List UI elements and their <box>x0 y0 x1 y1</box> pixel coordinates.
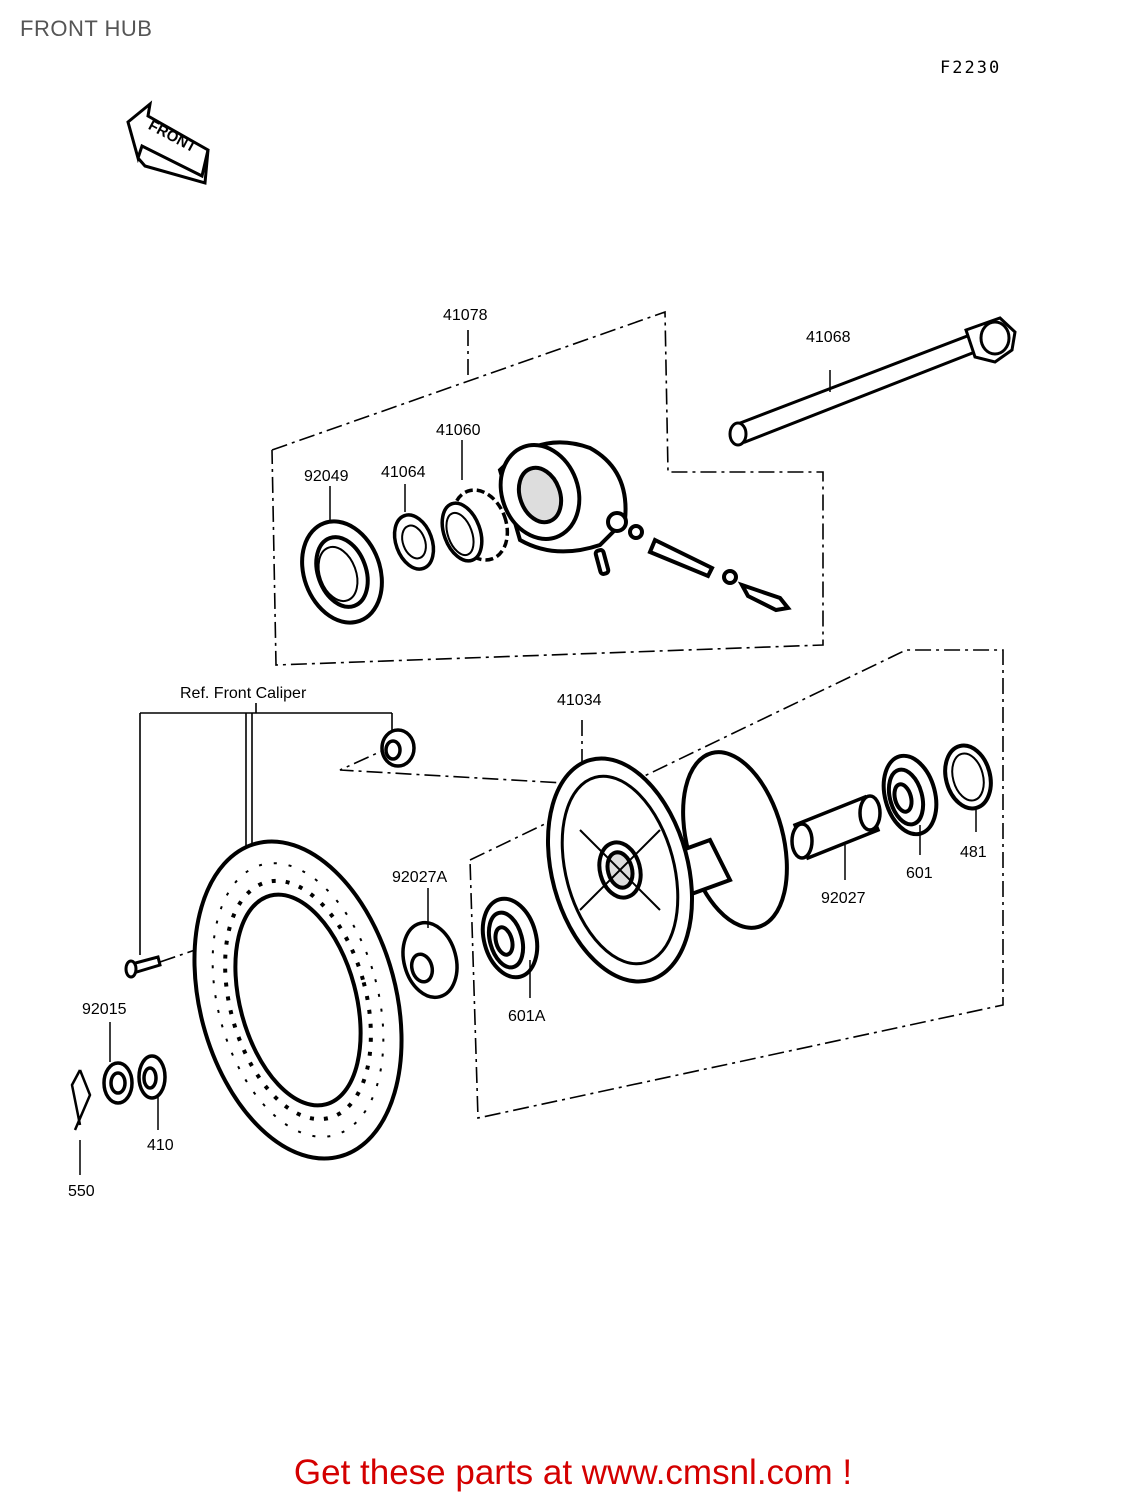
retainer-41064 <box>392 484 436 571</box>
label-92027A: 92027A <box>392 869 447 886</box>
brake-disc <box>192 839 404 1161</box>
exploded-parts-diagram: FRONT <box>68 100 1017 1200</box>
label-92027: 92027 <box>821 890 866 907</box>
label-550: 550 <box>68 1183 95 1200</box>
label-481: 481 <box>960 844 987 861</box>
figure-code: F2230 <box>940 58 1002 78</box>
footer-link-text[interactable]: Get these parts at www.cmsnl.com ! <box>293 1453 853 1492</box>
gear-41060 <box>440 440 510 563</box>
label-41068: 41068 <box>806 329 851 346</box>
castle-nut-92015 <box>102 1022 134 1105</box>
axle-41068 <box>728 316 1017 447</box>
cotter-pin-550 <box>70 1069 92 1175</box>
label-92015: 92015 <box>82 1001 127 1018</box>
label-41060: 41060 <box>436 422 481 439</box>
disc-bolt <box>124 955 162 979</box>
spacer-92027A <box>401 888 459 1000</box>
washer-410 <box>137 1054 167 1130</box>
wheel-hub-41034 <box>545 750 789 984</box>
bearing-601A <box>480 896 540 998</box>
label-92049: 92049 <box>304 468 349 485</box>
label-410: 410 <box>147 1137 174 1154</box>
label-601: 601 <box>906 865 933 882</box>
circlip-481 <box>943 743 993 832</box>
caliper-nut <box>380 728 416 768</box>
group-outline-41078 <box>271 310 824 666</box>
label-41064: 41064 <box>381 464 426 481</box>
gear-housing <box>497 440 792 613</box>
page-title: FRONT HUB <box>20 16 153 41</box>
front-arrow-icon: FRONT <box>126 100 210 185</box>
bearing-601 <box>881 753 939 855</box>
oil-seal-92049 <box>300 486 384 625</box>
label-41034: 41034 <box>557 692 602 709</box>
label-601A: 601A <box>508 1008 546 1025</box>
label-ref-front-caliper: Ref. Front Caliper <box>180 685 307 702</box>
label-41078: 41078 <box>443 307 488 324</box>
spacer-92027 <box>790 794 882 880</box>
